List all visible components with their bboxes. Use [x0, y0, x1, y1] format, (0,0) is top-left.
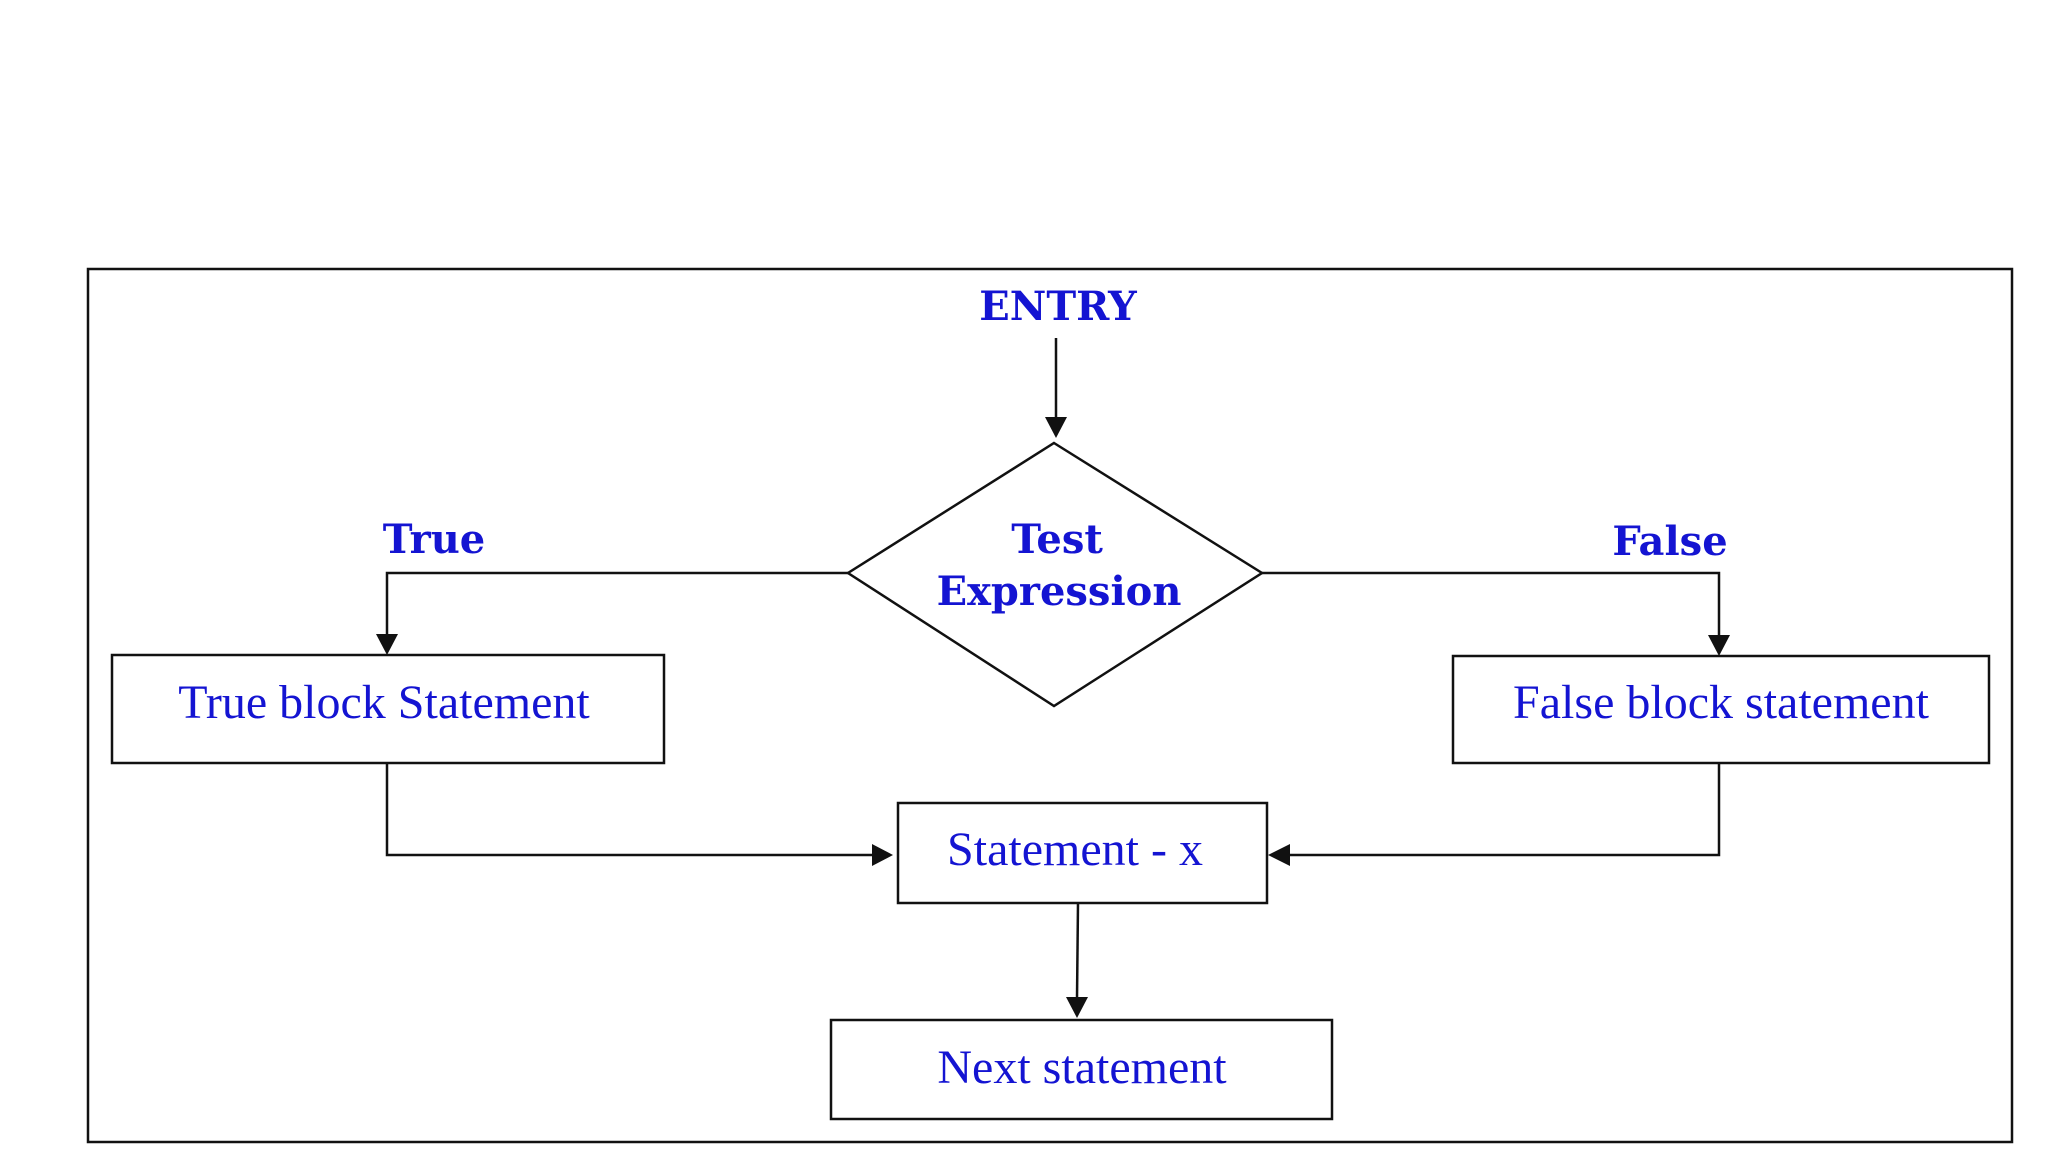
- false-branch-line: [1260, 571, 1721, 636]
- arrow-statement-x-to-next: [1075, 902, 1080, 999]
- connector-true-to-statement-x: [385, 763, 872, 857]
- decision-label-line2: Expression: [937, 568, 1182, 615]
- false-branch-label: False: [1612, 518, 1727, 565]
- next-statement-box: [829, 1018, 1334, 1121]
- entry-label: ENTRY: [979, 283, 1137, 330]
- arrowhead-false-to-statement-x: [1268, 844, 1290, 866]
- true-branch-label: True: [383, 516, 485, 563]
- outer-frame: [86, 267, 2014, 1144]
- next-statement-label: Next statement: [937, 1041, 1227, 1094]
- false-block-label: False block statement: [1513, 676, 1930, 729]
- true-block-box: [110, 653, 666, 765]
- arrowhead-next: [1066, 997, 1088, 1018]
- statement-x-box: [896, 801, 1269, 905]
- true-branch-line: [385, 571, 850, 635]
- arrowhead-true-to-statement-x: [872, 844, 893, 866]
- arrowhead-true: [376, 634, 398, 655]
- statement-x-label: Statement - x: [947, 823, 1203, 876]
- connector-false-to-statement-x: [1290, 763, 1721, 857]
- decision-diamond: [845, 441, 1265, 708]
- arrowhead-entry: [1045, 417, 1067, 438]
- decision-label-line1: Test: [1011, 516, 1103, 563]
- true-block-label: True block Statement: [178, 676, 590, 729]
- arrowhead-false: [1708, 635, 1730, 656]
- false-block-box: [1451, 654, 1991, 765]
